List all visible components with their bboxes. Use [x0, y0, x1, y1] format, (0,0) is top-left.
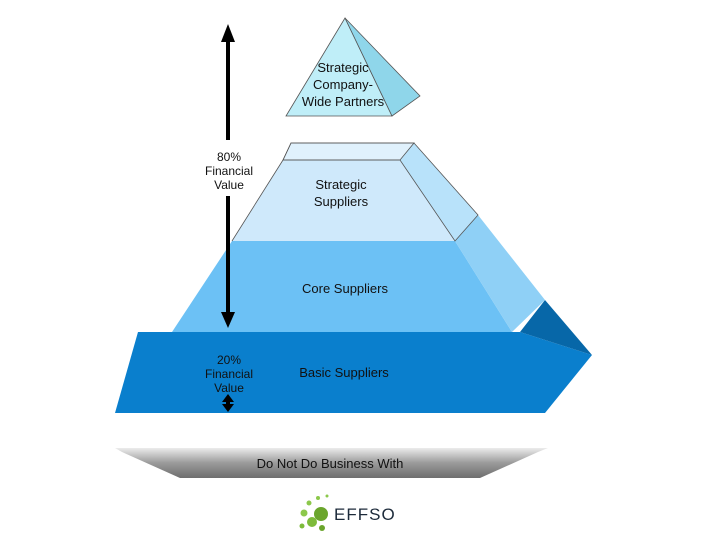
- label-line: Financial: [204, 367, 254, 381]
- label-basic-suppliers: Basic Suppliers: [299, 365, 389, 380]
- label-line: Company-: [313, 77, 373, 92]
- base-bar-do-not-do-business: [115, 448, 548, 478]
- tier-top-partners: [285, 17, 421, 117]
- label-line: Financial: [204, 164, 254, 178]
- tier-basic-suppliers: [115, 300, 592, 413]
- label-line: Value: [214, 178, 244, 192]
- effso-logo-text: EFFSO: [334, 505, 396, 524]
- label-line: Value: [214, 381, 244, 395]
- label-line: 20%: [216, 353, 242, 367]
- lower-arrow: [222, 394, 234, 412]
- tier-core-suppliers: [172, 215, 545, 332]
- effso-logo-icon: [299, 494, 329, 531]
- label-strategic-suppliers: Strategic Suppliers: [286, 176, 396, 210]
- label-line: Suppliers: [313, 194, 369, 209]
- label-20-percent-financial-value: 20% Financial Value: [192, 353, 266, 395]
- label-line: Strategic: [315, 177, 367, 192]
- label-line: 80%: [216, 150, 242, 164]
- upper-arrow: [221, 24, 235, 328]
- label-core-suppliers: Core Suppliers: [302, 281, 388, 296]
- label-strategic-company-wide-partners: Strategic Company- Wide Partners: [280, 59, 406, 110]
- label-do-not-do-business-with: Do Not Do Business With: [256, 456, 404, 471]
- label-80-percent-financial-value: 80% Financial Value: [192, 150, 266, 192]
- label-line: Wide Partners: [301, 94, 385, 109]
- tier-strategic-suppliers: [231, 142, 479, 242]
- label-line: Strategic: [317, 60, 369, 75]
